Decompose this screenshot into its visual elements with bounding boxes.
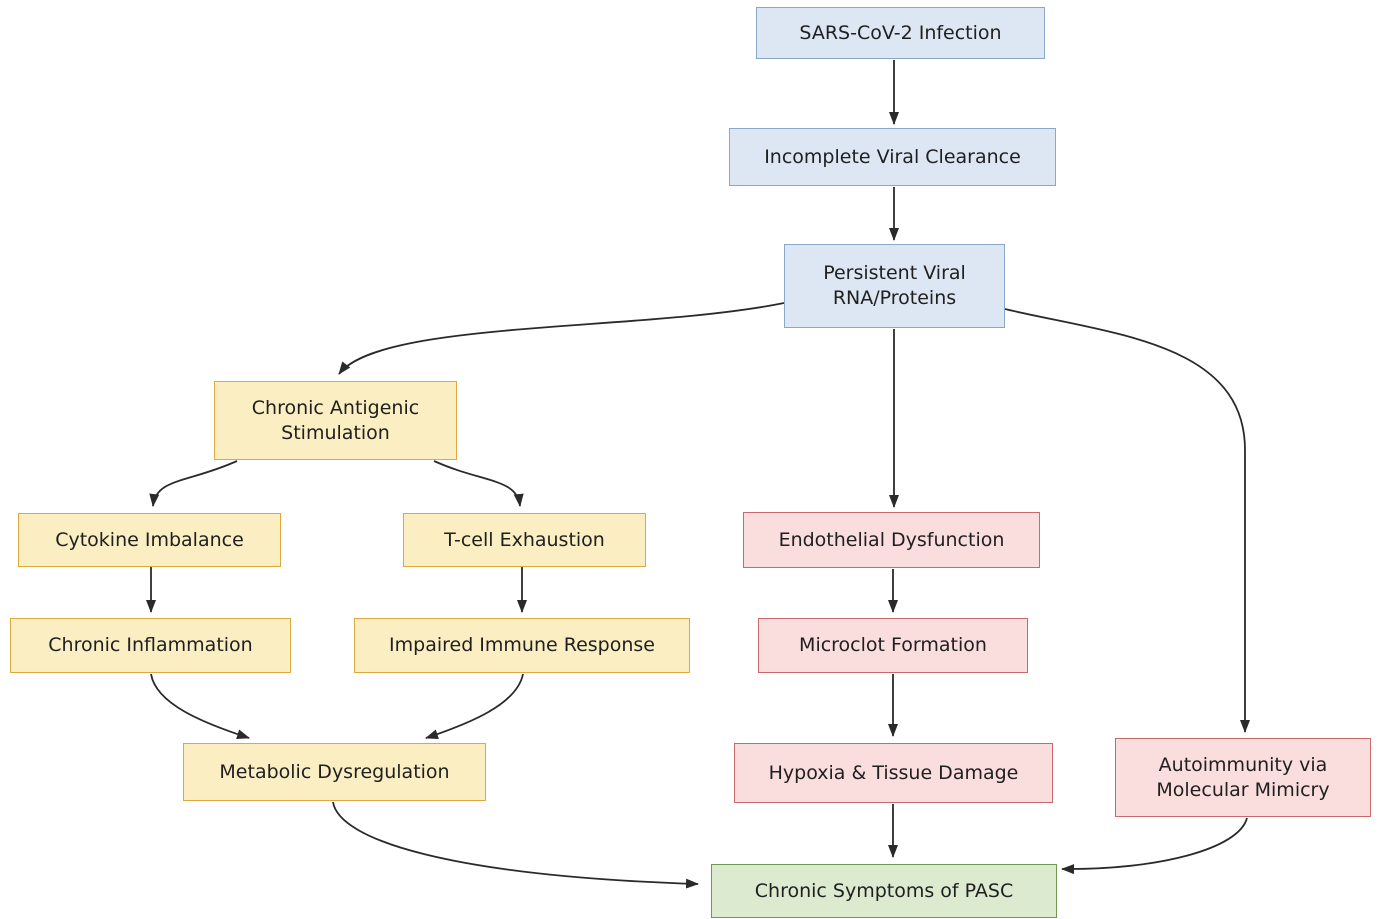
node-endothelial-dysfunction: Endothelial Dysfunction xyxy=(743,512,1040,568)
node-metabolic-dysregulation: Metabolic Dysregulation xyxy=(183,743,486,801)
node-label: Chronic Antigenic Stimulation xyxy=(251,396,420,444)
node-label: Impaired Immune Response xyxy=(389,634,655,657)
edge-persistent-to-antigenic xyxy=(338,302,785,375)
node-label: T-cell Exhaustion xyxy=(444,528,605,551)
node-t-cell-exhaustion: T-cell Exhaustion xyxy=(403,513,646,567)
node-label: Persistent Viral RNA/Proteins xyxy=(823,262,966,309)
node-hypoxia-tissue-damage: Hypoxia & Tissue Damage xyxy=(734,743,1053,803)
edge-metabolic-to-pasc xyxy=(332,801,699,889)
edge-antigenic-to-cytokine xyxy=(149,460,238,507)
edge-inflammation-to-metabolic xyxy=(150,673,250,740)
node-label: Chronic Inflammation xyxy=(48,634,253,657)
edge-impaired-to-metabolic xyxy=(425,673,524,739)
node-label: Incomplete Viral Clearance xyxy=(764,145,1021,168)
node-chronic-symptoms-of-pasc: Chronic Symptoms of PASC xyxy=(711,864,1057,918)
node-incomplete-viral-clearance: Incomplete Viral Clearance xyxy=(729,128,1056,186)
node-cytokine-imbalance: Cytokine Imbalance xyxy=(18,513,281,567)
node-persistent-viral-rna-proteins: Persistent Viral RNA/Proteins xyxy=(784,244,1005,328)
node-sars-cov-2-infection: SARS-CoV-2 Infection xyxy=(756,7,1045,59)
edge-autoimmunity-to-pasc xyxy=(1061,817,1248,875)
node-microclot-formation: Microclot Formation xyxy=(758,618,1028,673)
node-label: Hypoxia & Tissue Damage xyxy=(768,761,1019,784)
node-label: Autoimmunity via Molecular Mimicry xyxy=(1156,753,1330,801)
node-chronic-antigenic-stimulation: Chronic Antigenic Stimulation xyxy=(214,381,457,460)
node-chronic-inflammation: Chronic Inflammation xyxy=(10,618,291,673)
node-label: Metabolic Dysregulation xyxy=(219,760,450,783)
node-label: SARS-CoV-2 Infection xyxy=(799,21,1002,44)
node-autoimmunity-molecular-mimicry: Autoimmunity via Molecular Mimicry xyxy=(1115,738,1371,817)
node-label: Chronic Symptoms of PASC xyxy=(754,879,1014,902)
edge-persistent-to-autoimmunity xyxy=(1004,308,1250,733)
edge-antigenic-to-tcell xyxy=(433,460,524,507)
node-label: Cytokine Imbalance xyxy=(55,528,244,551)
node-label: Endothelial Dysfunction xyxy=(778,528,1005,551)
node-impaired-immune-response: Impaired Immune Response xyxy=(354,618,690,673)
node-label: Microclot Formation xyxy=(799,634,987,657)
